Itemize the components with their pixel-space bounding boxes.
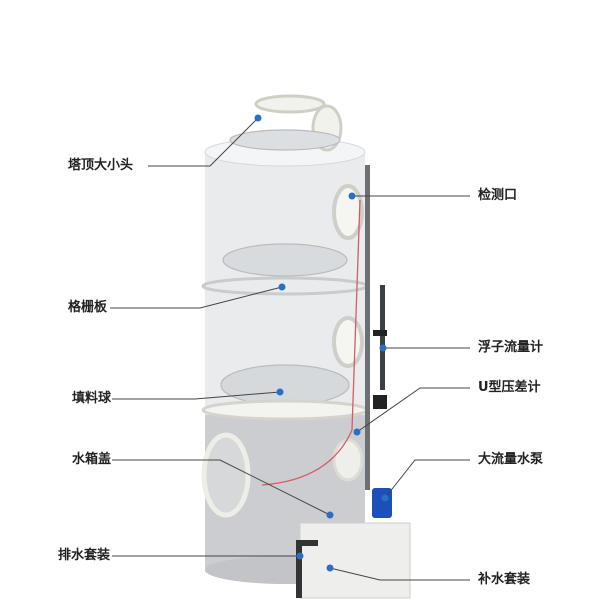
manometer-hose <box>261 199 361 486</box>
label-tank-cover: 水箱盖 <box>72 452 112 467</box>
riser-pipe <box>365 165 370 490</box>
packing-balls <box>220 129 350 406</box>
label-packing-balls: 填料球 <box>72 391 112 406</box>
label-top-reducer: 塔顶大小头 <box>68 158 134 173</box>
drain-pipe <box>296 540 302 598</box>
top-reducer <box>254 94 326 114</box>
inlet-port <box>201 432 251 518</box>
label-makeup-water-kit: 补水套装 <box>478 572 531 587</box>
label-drain-kit: 排水套装 <box>58 548 111 563</box>
label-inspection-port: 检测口 <box>478 188 518 203</box>
label-u-manometer: U型压差计 <box>478 380 541 395</box>
grille-plate-lower <box>201 399 369 421</box>
water-tank <box>299 522 411 599</box>
label-high-flow-pump: 大流量水泵 <box>478 452 544 467</box>
label-grille-plate: 格栅板 <box>68 300 108 315</box>
inspection-port <box>332 184 364 240</box>
label-float-flowmeter: 浮子流量计 <box>478 340 544 355</box>
